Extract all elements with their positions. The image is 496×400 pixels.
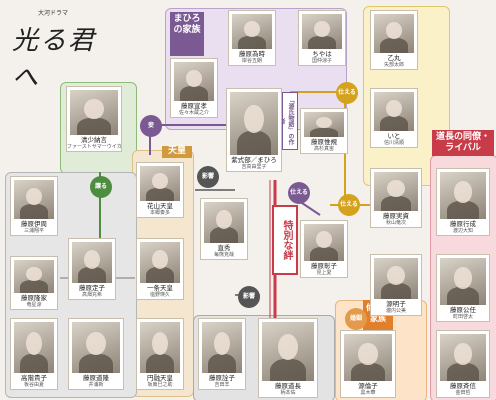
special-bond-tag: 特別な絆 [272,205,298,275]
card-chiyaha[interactable]: ちやは国仲涼子 [298,10,346,66]
card-minamoto-rinshi[interactable]: 源倫子黒木華 [340,330,396,398]
card-fujiwara-senshi[interactable]: 藤原詮子吉田羊 [198,318,246,390]
card-fujiwara-shoshi[interactable]: 藤原彰子見上愛 [300,220,348,278]
badge-eikyo2: 影響 [238,286,260,308]
card-fujiwara-nobunori[interactable]: 藤原惟規高杉真宙 [300,108,348,154]
card-kazan-tenno[interactable]: 花山天皇本郷奏多 [136,162,184,218]
card-fujiwara-michitaka[interactable]: 藤原道隆井浦新 [68,318,124,390]
card-fujiwara-michinaga[interactable]: 藤原道長柄本佑 [258,318,318,398]
badge-marry: 婚姻 [345,308,367,330]
card-ito[interactable]: いと信川清順 [370,88,418,148]
card-fujiwara-kinto[interactable]: 藤原公任町田啓太 [436,254,490,322]
genji-author-tag: 「源氏物語」の作者 [278,92,298,150]
card-ichijo-tenno[interactable]: 一条天皇塩野瑛久 [136,238,184,300]
badge-eikyo: 影響 [197,166,219,188]
card-takashina-takako[interactable]: 高階貴子板谷由夏 [10,318,58,390]
card-fujiwara-tametoki[interactable]: 藤原為時岸谷五朗 [228,10,276,66]
card-murasaki-mahiro[interactable]: 紫式部／まひろ吉高由里子 [226,88,282,172]
card-sei-shonagon[interactable]: 清少納言ファーストサマーウイカ [66,86,122,152]
card-fujiwara-tadanobu[interactable]: 藤原斉信金田哲 [436,330,490,398]
badge-shihai: 仕える [336,82,358,104]
card-naohide[interactable]: 直秀毎熊克哉 [200,198,248,260]
card-fujiwara-sanesuke[interactable]: 藤原実資秋山竜次 [370,168,422,228]
card-enyu-tenno[interactable]: 円融天皇坂東巳之助 [136,318,184,390]
card-fujiwara-korechika[interactable]: 藤原伊周三浦翔平 [10,176,58,236]
badge-serve2: 仕える [338,194,360,216]
card-fujiwara-nobutaka[interactable]: 藤原宣孝佐々木蔵之介 [170,58,218,118]
badge-yuzuru: 譲る [90,176,112,198]
badge-serve: 仕える [288,182,310,204]
card-fujiwara-takaie[interactable]: 藤原隆家竜星涼 [10,256,58,310]
group-title-mahiro-family: まひろの家族 [170,12,204,56]
show-logo: 大河ドラマ 光る君へ [6,8,116,93]
group-title-tenno: 天皇 [162,146,192,158]
group-title-rivals: 道長の同僚・ライバル [432,130,494,156]
badge-kakemochi: 妾 [140,115,162,137]
card-fujiwara-teishi[interactable]: 藤原定子高畑充希 [68,238,116,300]
logo-subtitle: 大河ドラマ [38,10,69,17]
card-otomaru[interactable]: 乙丸矢部太郎 [370,10,418,70]
card-minamoto-akiko[interactable]: 源明子瀧内公美 [370,254,422,316]
card-fujiwara-yukinari[interactable]: 藤原行成渡辺大知 [436,168,490,236]
logo-title: 光る君へ [12,26,97,93]
